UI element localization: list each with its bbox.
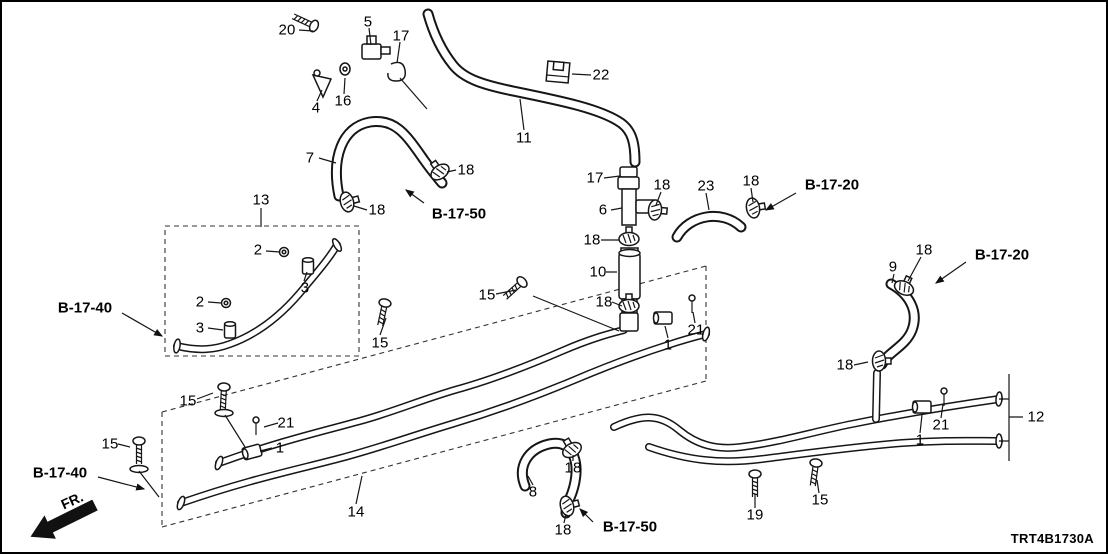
part-callout-15: 15 <box>179 392 197 410</box>
part-callout-18: 18 <box>915 241 933 259</box>
part-callout-16: 16 <box>334 92 352 110</box>
clip-17 <box>387 61 407 82</box>
part-callout-19: 19 <box>746 506 764 524</box>
part-callout-1: 1 <box>275 439 285 457</box>
part-callout-18: 18 <box>368 201 386 219</box>
part-callout-4: 4 <box>311 99 321 117</box>
part-callout-9: 9 <box>888 258 898 276</box>
part-callout-13: 13 <box>252 191 270 209</box>
part-callout-17: 17 <box>392 27 410 45</box>
ref-label-b-17-40[interactable]: B-17-40 <box>57 299 113 317</box>
part-callout-11: 11 <box>516 129 532 147</box>
part-callout-6: 6 <box>598 201 608 219</box>
leader-lines <box>117 27 1023 524</box>
part-callout-18: 18 <box>653 176 671 194</box>
fr-arrow: FR. <box>30 489 98 539</box>
part-callout-10: 10 <box>589 263 607 281</box>
part-callout-15: 15 <box>101 435 119 453</box>
part-callout-1: 1 <box>663 336 673 354</box>
part-callout-18: 18 <box>564 459 582 477</box>
sensor-4 <box>311 73 333 99</box>
part-callout-21: 21 <box>932 416 950 434</box>
part-callout-1: 1 <box>915 431 925 449</box>
part-callout-21: 21 <box>277 414 295 432</box>
part-callout-23: 23 <box>697 177 715 195</box>
part-callout-2: 2 <box>253 241 263 259</box>
part-callout-3: 3 <box>195 319 205 337</box>
ref-label-b-17-50[interactable]: B-17-50 <box>602 518 658 536</box>
part-callout-20: 20 <box>278 21 296 39</box>
part-callout-2: 2 <box>195 293 205 311</box>
part-callout-17: 17 <box>586 169 604 187</box>
clip-22 <box>545 60 571 84</box>
part-callout-7: 7 <box>305 149 315 167</box>
part-callout-12: 12 <box>1027 408 1045 426</box>
part-callout-18: 18 <box>457 161 475 179</box>
part-callout-18: 18 <box>595 293 613 311</box>
hoses-and-pipes <box>177 14 999 513</box>
part-callout-5: 5 <box>363 13 373 31</box>
part-callout-8: 8 <box>528 483 538 501</box>
part-callout-22: 22 <box>592 66 610 84</box>
ref-label-b-17-20[interactable]: B-17-20 <box>974 246 1030 264</box>
part-callout-18: 18 <box>742 172 760 190</box>
diagram-code: TRT4B1730A <box>1010 531 1094 546</box>
part-callout-21: 21 <box>687 321 705 339</box>
ref-label-b-17-50[interactable]: B-17-50 <box>431 205 487 223</box>
part-callout-15: 15 <box>811 491 829 509</box>
ref-label-b-17-20[interactable]: B-17-20 <box>804 176 860 194</box>
part-callout-14: 14 <box>347 503 365 521</box>
dashed-outlines <box>161 225 707 528</box>
ref-label-b-17-40[interactable]: B-17-40 <box>32 464 88 482</box>
part-callout-15: 15 <box>371 334 389 352</box>
part-callout-18: 18 <box>554 521 572 539</box>
part-callout-18: 18 <box>583 231 601 249</box>
part-callout-3: 3 <box>300 279 310 297</box>
valve-assembly <box>289 10 407 99</box>
ref-arrows <box>97 189 967 523</box>
part-callout-18: 18 <box>836 356 854 374</box>
valve-5 <box>361 43 382 60</box>
part-callout-15: 15 <box>478 286 496 304</box>
